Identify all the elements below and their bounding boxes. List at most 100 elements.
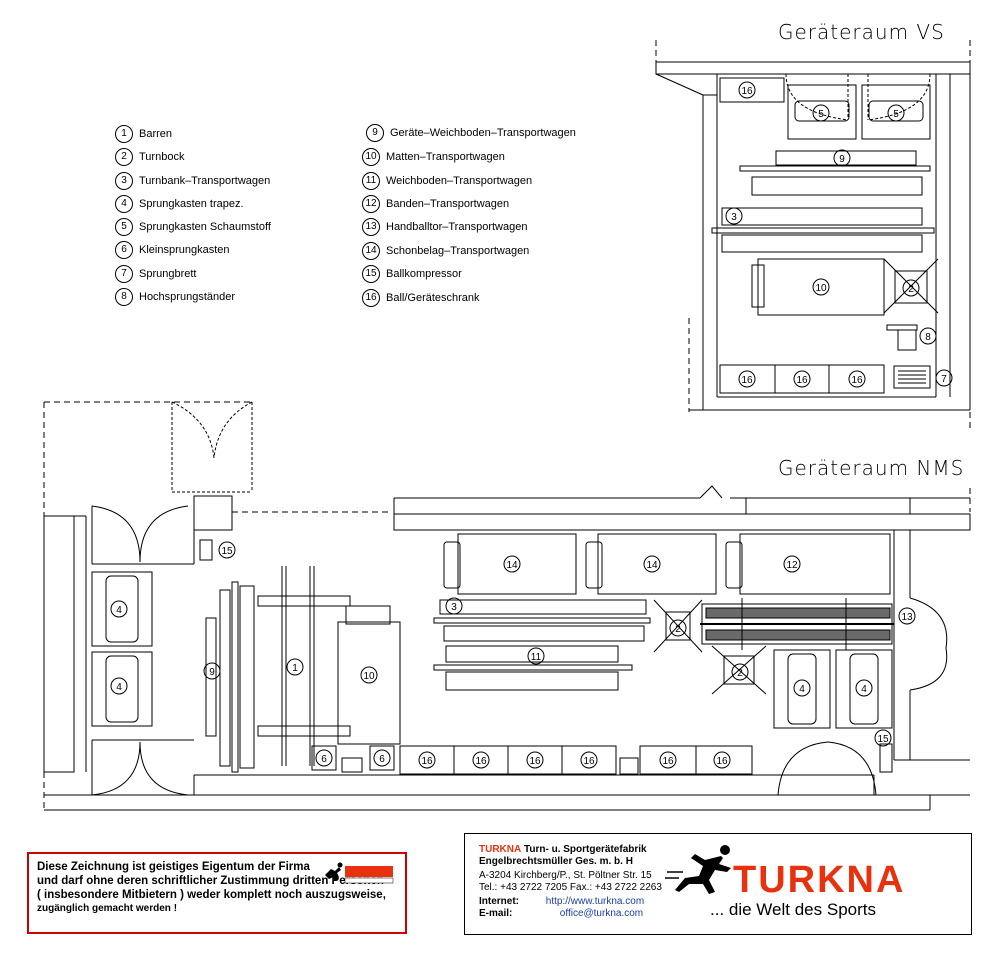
legend-number: 11 (362, 172, 380, 191)
plan-label: 10 (363, 671, 375, 682)
plan-label: 16 (662, 756, 674, 767)
plan-label: 6 (321, 754, 327, 765)
legend-number: 12 (362, 195, 380, 214)
notice-line: und darf ohne deren schriftlicher Zustim… (37, 875, 384, 887)
room-vs (655, 40, 971, 428)
legend-number: 4 (115, 195, 133, 214)
plan-label: 16 (583, 756, 595, 767)
legend-number: 16 (362, 289, 380, 308)
company-line: A-3204 Kirchberg/P., St. Pöltner Str. 15 (479, 870, 652, 881)
legend-label: Sprungkasten Schaumstoff (139, 221, 271, 234)
room-nms (43, 401, 971, 811)
legend-number: 9 (366, 124, 384, 143)
legend-label: Sprungbrett (139, 268, 197, 281)
legend-item: 16 Ball/Geräteschrank (362, 289, 480, 308)
plan-label: 6 (379, 754, 385, 765)
legend-item: 2 Turnbock (115, 148, 185, 167)
legend-label: Geräte–Weichboden–Transportwagen (390, 127, 576, 140)
plan-label: 1 (292, 663, 298, 674)
website-link[interactable]: http://www.turkna.com (545, 896, 645, 907)
company-info-box: TURKNA Turn- u. Sportgerätefabrik Engelb… (464, 833, 972, 935)
plan-label: 16 (741, 86, 753, 97)
email-label: E-mail: (479, 907, 513, 919)
legend-label: Ball/Geräteschrank (386, 292, 480, 305)
plan-label: 12 (786, 560, 798, 571)
room-vs-labels: 16 5 5 9 3 10 2 8 16 16 16 7 (731, 86, 947, 386)
plan-label: 9 (209, 667, 215, 678)
legend-label: Turnbock (139, 151, 185, 164)
plan-label: 4 (116, 605, 122, 616)
plan-label: 3 (451, 602, 457, 613)
plan-label: 15 (221, 546, 233, 557)
legend-number: 3 (115, 172, 133, 191)
legend-number: 2 (115, 148, 133, 167)
plan-label: 4 (116, 682, 122, 693)
legend-item: 3 Turnbank–Transportwagen (115, 172, 271, 191)
legend-item: 11 Weichboden–Transportwagen (362, 172, 533, 191)
legend-item: 9 Geräte–Weichboden–Transportwagen (366, 124, 576, 143)
company-tagline: ... die Welt des Sports (710, 900, 876, 919)
company-line: Tel.: +43 2722 7205 Fax.: +43 2722 2263 (479, 881, 662, 893)
plan-label: 5 (893, 109, 899, 120)
legend-label: Ballkompressor (386, 268, 462, 281)
plan-label: 16 (475, 756, 487, 767)
notice-line: zugänglich gemacht werden ! (37, 903, 178, 914)
legend-label: Handballtor–Transportwagen (386, 221, 528, 234)
company-logo-text: TURKNA (733, 859, 906, 901)
internet-label: Internet: (479, 896, 519, 907)
room-title-nms: Geräteraum NMS (778, 456, 965, 480)
plan-label: 2 (908, 284, 914, 295)
legend-item: 5 Sprungkasten Schaumstoff (115, 218, 271, 237)
plan-label: 2 (675, 624, 681, 635)
legend-label: Weichboden–Transportwagen (386, 175, 533, 188)
legend-label: Sprungkasten trapez. (139, 198, 244, 211)
plan-label: 15 (877, 734, 889, 745)
copyright-notice: Diese Zeichnung ist geistiges Eigentum d… (27, 852, 407, 934)
legend-label: Kleinsprungkasten (139, 244, 230, 257)
legend-number: 5 (115, 218, 133, 237)
plan-label: 3 (731, 212, 737, 223)
legend-item: 4 Sprungkasten trapez. (115, 195, 244, 214)
notice-line: Diese Zeichnung ist geistiges Eigentum d… (37, 861, 310, 873)
legend-number: 10 (362, 148, 380, 167)
company-address: TURKNA Turn- u. Sportgerätefabrik Engelb… (479, 844, 662, 919)
plan-label: 16 (529, 756, 541, 767)
plan-label: 10 (815, 283, 827, 294)
plan-label: 4 (799, 684, 805, 695)
room-nms-labels: 15 4 4 9 1 10 6 6 16 16 16 16 16 16 14 1… (116, 546, 913, 767)
legend-number: 15 (362, 265, 380, 284)
plan-label: 16 (741, 375, 753, 386)
plan-label: 14 (506, 560, 518, 571)
legend-item: 13 Handballtor–Transportwagen (362, 218, 528, 237)
company-line: Turn- u. Sportgerätefabrik (524, 844, 647, 855)
plan-label: 2 (737, 668, 743, 679)
plan-label: 16 (716, 756, 728, 767)
legend-number: 1 (115, 125, 133, 144)
plan-label: 8 (925, 332, 931, 343)
legend-item: 1 Barren (115, 125, 173, 144)
plan-label: 5 (818, 109, 824, 120)
plan-label: 16 (796, 375, 808, 386)
plan-label: 4 (861, 684, 867, 695)
legend-label: Turnbank–Transportwagen (139, 175, 271, 188)
plan-label: 16 (421, 756, 433, 767)
company-line: Engelbrechtsmüller Ges. m. b. H (479, 855, 633, 867)
plan-label: 11 (531, 652, 542, 663)
plan-label: 7 (941, 374, 947, 385)
legend-number: 8 (115, 288, 133, 307)
legend-number: 14 (362, 242, 380, 261)
plan-label: 9 (839, 154, 845, 165)
room-title-vs: Geräteraum VS (778, 20, 945, 44)
legend-label: Barren (139, 128, 173, 141)
company-brand-inline: TURKNA (479, 844, 522, 855)
turkna-small-logo (325, 862, 394, 884)
runner-logo-icon (665, 845, 731, 894)
email-link[interactable]: office@turkna.com (559, 907, 644, 919)
notice-text: Diese Zeichnung ist geistiges Eigentum d… (37, 860, 397, 916)
legend-number: 13 (362, 218, 380, 237)
